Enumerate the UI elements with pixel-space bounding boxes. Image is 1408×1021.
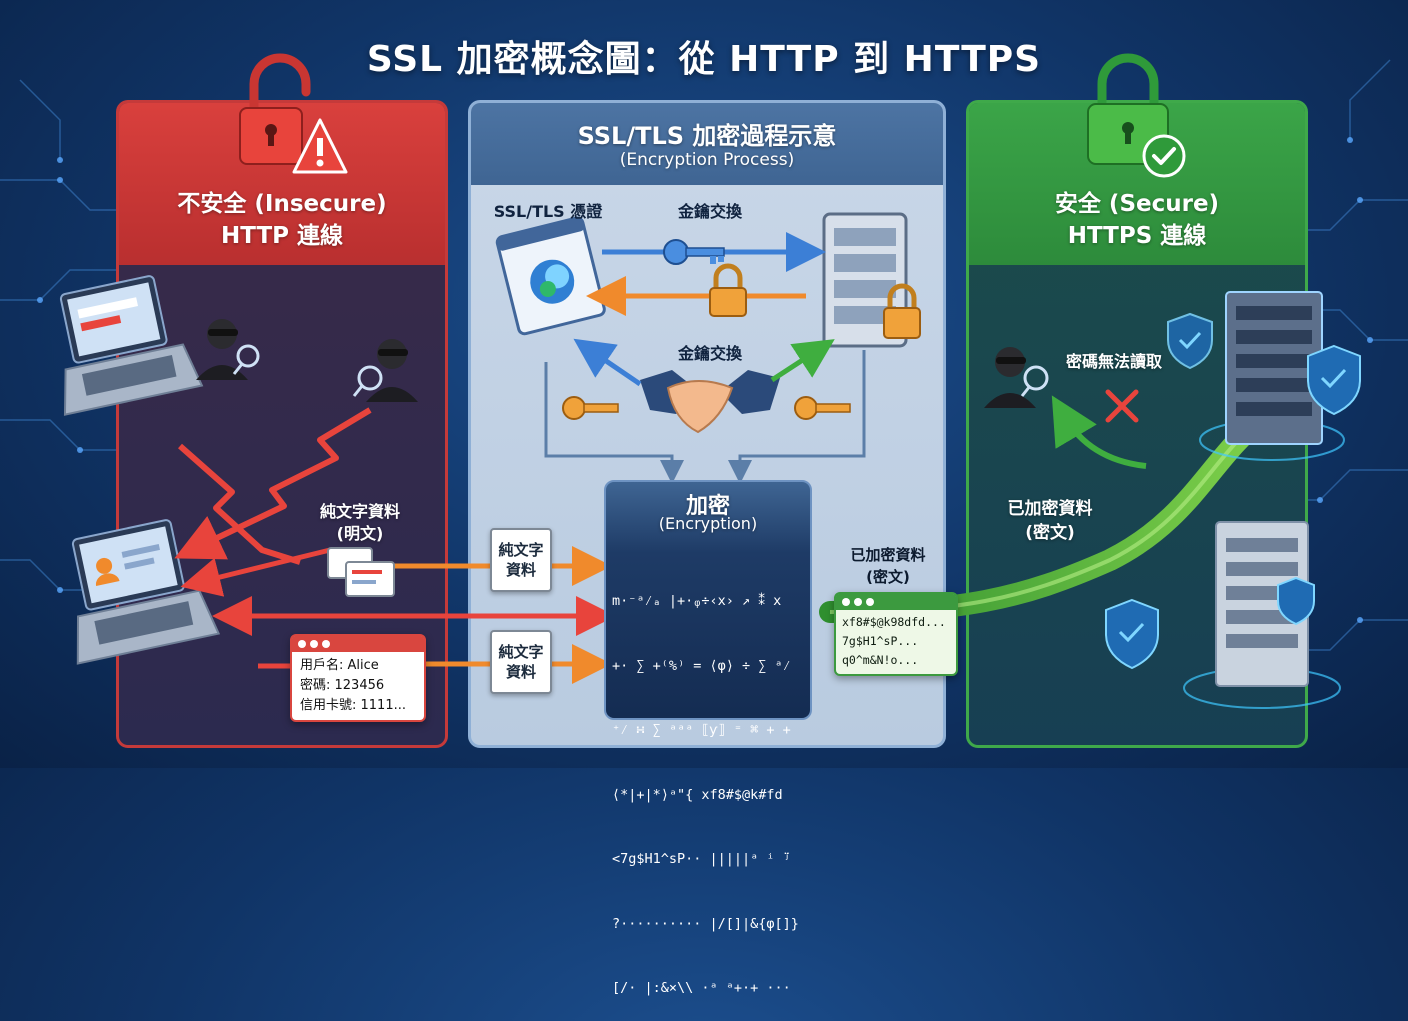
secure-heading-line1: 安全 (Secure) (1054, 191, 1220, 217)
form-line-card: 信用卡號: 1111... (300, 698, 406, 713)
check-icon (1142, 134, 1186, 178)
plaintext-label-line1: 純文字資料 (319, 502, 400, 521)
cross-icon (1105, 389, 1139, 423)
unlocked-padlock-icon (239, 53, 311, 165)
shield-icon (1277, 576, 1315, 626)
green-arrow (1051, 395, 1147, 469)
card-titlebar (292, 636, 424, 652)
lightning-icon (174, 407, 372, 565)
shield-icon (1167, 312, 1213, 370)
key-exchange-label-top: 金鑰交換 (677, 202, 742, 221)
ciphertext-label-mid-line1: 已加密資料 (850, 546, 926, 564)
shield-icon (1307, 344, 1361, 416)
laptop-icon (71, 519, 221, 665)
warning-icon (292, 118, 348, 174)
form-line-password: 密碼: 123456 (300, 678, 385, 693)
cipher-line: [/· |:&×\\ ·ᵃ ᵃ+·+ ··· (612, 980, 791, 996)
server-icon (1199, 291, 1345, 461)
laptop-icon (59, 275, 204, 416)
encryption-box (604, 480, 812, 720)
handshake-icon (640, 370, 780, 434)
cipher-line: ?·········· |/[]|&{φ[]} (612, 915, 799, 932)
process-heading-line1: SSL/TLS 加密過程示意 (577, 122, 837, 150)
ciphertext-label-right-line2: (密文) (1025, 523, 1075, 543)
green-arrow (770, 339, 835, 383)
network-background (0, 59, 1408, 651)
certificate-label: SSL/TLS 憑證 (493, 202, 603, 221)
browser-icon (495, 216, 606, 336)
form-line-username: 用戶名: Alice (300, 658, 379, 673)
insecure-heading-line2: HTTP 連線 (220, 223, 344, 249)
cipher-line: ⁺⁄ ∺ ∑ ᵃᵃᵃ ⟦ƴ⟧ ⁼ ⌘ + + (612, 722, 791, 738)
plaintext-label-line2: (明文) (336, 524, 384, 543)
plaintext-document-2: 純文字 資料 (490, 630, 552, 694)
key-icon (562, 396, 619, 420)
doc2-line1: 純文字 (498, 643, 544, 661)
locked-padlock-icon (883, 283, 921, 339)
encrypted-line: 7g$H1^sP... (842, 634, 919, 648)
page-title: SSL 加密概念圖：從 HTTP 到 HTTPS (366, 39, 1042, 80)
hacker-icon (984, 347, 1049, 408)
server-icon (1183, 521, 1341, 709)
shield-icon (1105, 598, 1159, 670)
cipher-line: +· ∑ +⁽%⁾ = ⟨φ⟩ ÷ ∑ ᵃ⁄ (612, 657, 791, 674)
doc1-line2: 資料 (505, 561, 536, 579)
cipher-text-block: m·⁻ᵃ⁄ₐ |+·ᵩ÷‹x› ↗ ⁑ x +· ∑ +⁽%⁾ = ⟨φ⟩ ÷ … (612, 548, 802, 1021)
encrypted-line: xf8#$@k98dfd... (842, 615, 946, 629)
key-icon (794, 396, 851, 420)
cipher-line: <7g$H1^sP·· |||||ᵃ ⁱ ̈ʲ (612, 851, 791, 867)
blue-arrow (573, 338, 642, 387)
doc2-line2: 資料 (505, 663, 536, 681)
cipher-line: m·⁻ᵃ⁄ₐ |+·ᵩ÷‹x› ↗ ⁑ x (612, 593, 782, 609)
key-exchange-label-mid: 金鑰交換 (677, 344, 742, 363)
red-arrow (180, 547, 331, 597)
diagram-illustration (59, 53, 1361, 709)
secure-heading-line2: HTTPS 連線 (1067, 223, 1207, 249)
login-form-card: 用戶名: Alice 密碼: 123456 信用卡號: 1111... (290, 634, 426, 722)
ciphertext-label-mid-line2: (密文) (866, 568, 910, 586)
encrypted-data-card: xf8#$@k98dfd... 7g$H1^sP... q0^m&N!o... (834, 592, 958, 676)
encrypted-line: q0^m&N!o... (842, 653, 919, 667)
card-titlebar (836, 594, 956, 610)
hacker-icon (196, 319, 260, 380)
plaintext-document-1: 純文字 資料 (490, 528, 552, 592)
encryption-process-header (471, 103, 943, 185)
locked-padlock-icon (709, 263, 747, 317)
process-heading-line2: (Encryption Process) (619, 150, 795, 170)
document-icon (327, 547, 395, 597)
cipher-line: ⟨*|+|*⟩ᵃ"{ xf8#$@k#fd (612, 786, 783, 803)
encryption-subtitle: (Encryption) (658, 514, 758, 533)
password-unreadable-label: 密碼無法讀取 (1065, 352, 1162, 371)
doc1-line1: 純文字 (498, 541, 544, 559)
hacker-icon (352, 339, 418, 402)
ciphertext-label-right-line1: 已加密資料 (1007, 499, 1093, 519)
key-icon (663, 239, 725, 265)
encryption-title: 加密 (685, 494, 730, 519)
insecure-heading-line1: 不安全 (Insecure) (177, 191, 387, 217)
